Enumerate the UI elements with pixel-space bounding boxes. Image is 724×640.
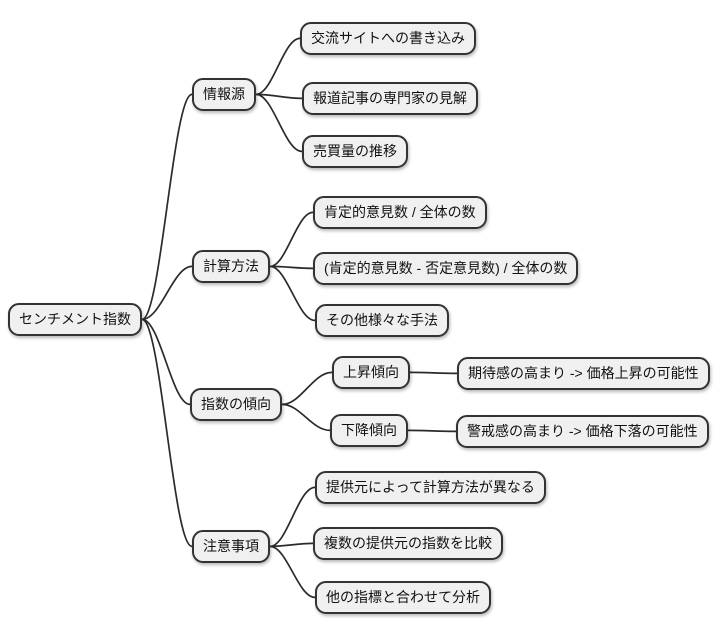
mindmap-connector (141, 265, 193, 321)
mindmap-node-analyze-with-other-indicators: 他の指標と合わせて分析 (315, 581, 491, 614)
mindmap-node-information-sources: 情報源 (192, 78, 256, 111)
mindmap-connector (269, 545, 316, 599)
mindmap-node-price-rise-possibility: 期待感の高まり -> 価格上昇の可能性 (457, 357, 710, 390)
mindmap-connector (255, 37, 301, 96)
mindmap-connector (141, 318, 193, 548)
mindmap-node-index-trends: 指数の傾向 (190, 388, 282, 421)
mindmap-connector (409, 371, 458, 375)
mindmap-node-sentiment-index: センチメント指数 (8, 303, 142, 336)
mindmap-node-compare-multiple-providers: 複数の提供元の指数を比較 (313, 527, 503, 560)
mindmap-node-price-fall-possibility: 警戒感の高まり -> 価格下落の可能性 (456, 415, 709, 448)
mindmap-connector (281, 371, 333, 406)
mindmap-connector (141, 318, 191, 406)
mindmap-node-method-varies-by-provider: 提供元によって計算方法が異なる (315, 471, 546, 504)
mindmap-node-downward-trend: 下降傾向 (330, 414, 408, 447)
mindmap-node-upward-trend: 上昇傾向 (332, 356, 410, 389)
mindmap-node-cautions: 注意事項 (192, 530, 270, 563)
mindmap-node-sns-posts: 交流サイトへの書き込み (300, 22, 476, 55)
mindmap-connector (255, 93, 303, 153)
mindmap-node-positive-ratio: 肯定的意見数 / 全体の数 (313, 196, 487, 229)
mindmap-connector (141, 93, 193, 321)
mindmap-connector (269, 486, 316, 548)
mindmap-node-net-positive-ratio: (肯定的意見数 - 否定意見数) / 全体の数 (313, 252, 579, 285)
mindmap-connector (407, 429, 457, 433)
mindmap-node-other-methods: その他様々な手法 (315, 304, 449, 337)
mindmap-connector (269, 211, 314, 268)
mindmap-connector (255, 93, 303, 100)
mindmap-node-calculation-methods: 計算方法 (192, 250, 270, 283)
mindmap-node-trading-volume: 売買量の推移 (302, 135, 408, 168)
mindmap-connector (269, 265, 316, 322)
mindmap-connector (281, 403, 331, 432)
mindmap-connector (269, 542, 314, 548)
mindmap-node-expert-views: 報道記事の専門家の見解 (302, 82, 478, 115)
